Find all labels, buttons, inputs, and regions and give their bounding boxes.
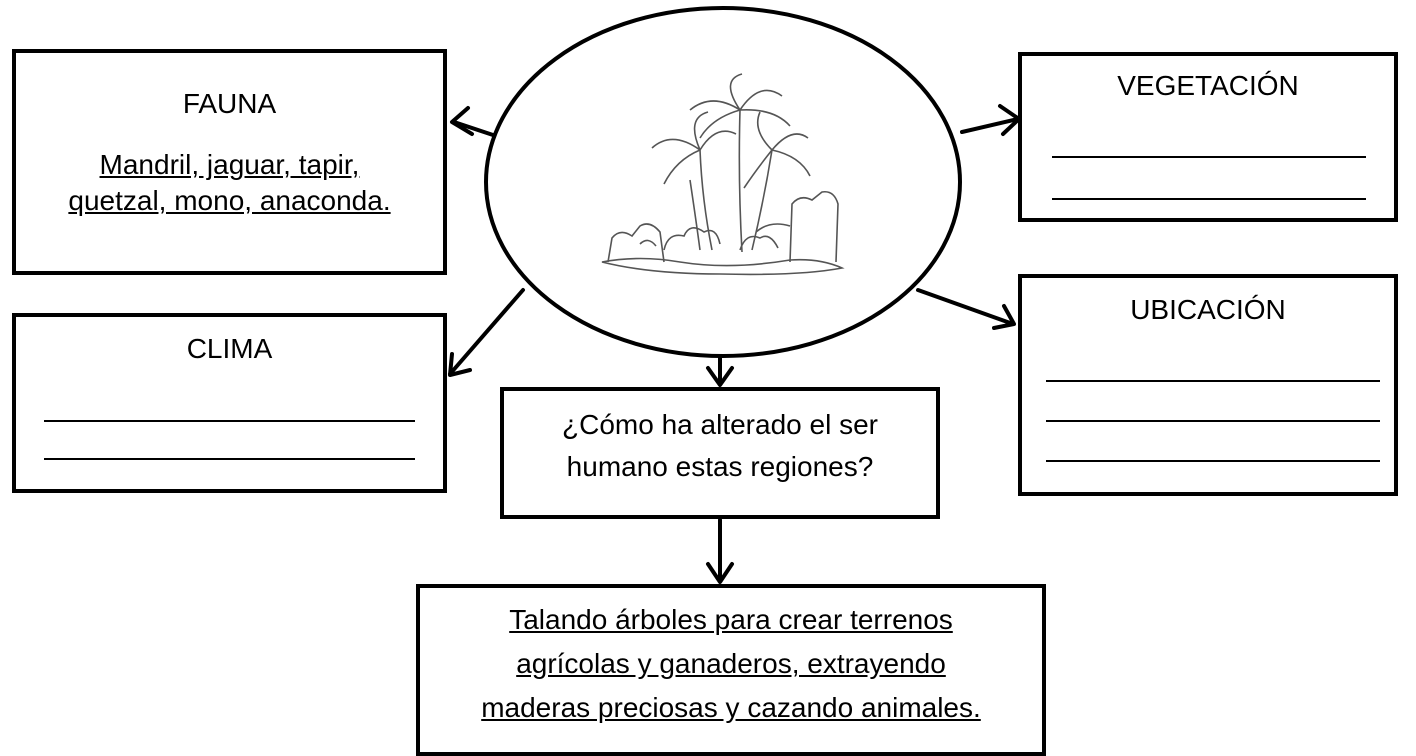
ubicacion-title: UBICACIÓN <box>1130 294 1286 325</box>
jungle-illustration <box>601 73 845 276</box>
clima-blank-line-2 <box>44 458 415 460</box>
answer-box: Talando árboles para crear terrenos agrí… <box>416 584 1046 756</box>
answer-line-1: Talando árboles para crear terrenos <box>509 604 953 635</box>
vegetacion-blank-line-1 <box>1052 156 1366 158</box>
fauna-text-line-2: quetzal, mono, anaconda. <box>68 185 391 216</box>
answer-line-3: maderas preciosas y cazando animales. <box>481 692 981 723</box>
vegetacion-box: VEGETACIÓN <box>1018 52 1398 222</box>
fauna-text-line-1: Mandril, jaguar, tapir, <box>99 149 360 180</box>
ubicacion-blank-line-2 <box>1046 420 1380 422</box>
ubicacion-box: UBICACIÓN <box>1018 274 1398 496</box>
arrow-to-ubicacion <box>916 288 1015 326</box>
question-line-2: humano estas regiones? <box>566 451 874 482</box>
vegetacion-title: VEGETACIÓN <box>1117 70 1299 101</box>
ubicacion-blank-line-1 <box>1046 380 1380 382</box>
arrow-to-clima <box>448 288 525 376</box>
arrow-to-vegetacion <box>960 117 1020 134</box>
clima-title: CLIMA <box>186 333 273 364</box>
question-box: ¿Cómo ha alterado el ser humano estas re… <box>500 387 940 519</box>
clima-box: CLIMA <box>12 313 447 493</box>
answer-line-2: agrícolas y ganaderos, extrayendo <box>516 648 946 679</box>
fauna-box: FAUNA Mandril, jaguar, tapir, quetzal, m… <box>12 49 447 275</box>
fauna-title: FAUNA <box>182 88 277 119</box>
vegetacion-blank-line-2 <box>1052 198 1366 200</box>
question-line-1: ¿Cómo ha alterado el ser <box>562 409 878 440</box>
ubicacion-blank-line-3 <box>1046 460 1380 462</box>
central-ellipse <box>484 6 962 358</box>
clima-blank-line-1 <box>44 420 415 422</box>
